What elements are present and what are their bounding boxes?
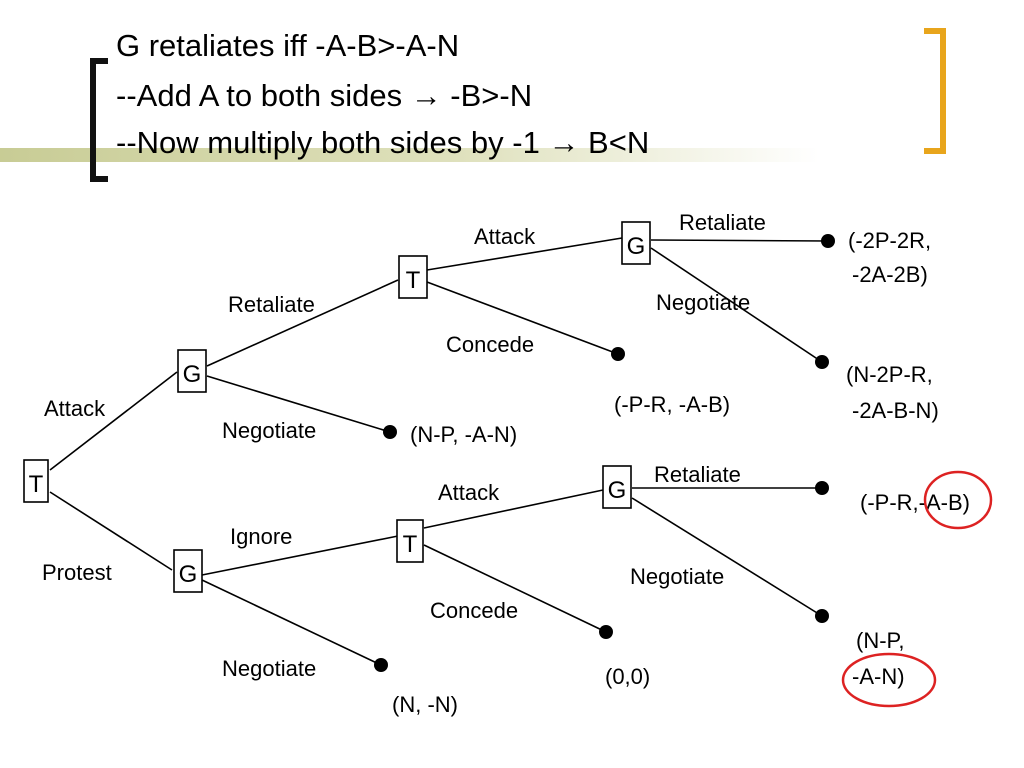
edge-root-protest [49, 491, 173, 571]
edge-g2-negotiate [201, 579, 382, 666]
edge-t2-attack [423, 489, 604, 529]
payoff-8: (N, -N) [392, 692, 458, 717]
svg-text:G: G [608, 477, 627, 504]
payoff-4: (N-P, -A-N) [410, 422, 517, 447]
payoff-2-line-1: (N-2P-R, [846, 362, 933, 387]
terminal-dots [374, 234, 835, 672]
payoff-6-line-1: (N-P, [856, 628, 905, 653]
terminal-dot-3 [611, 347, 625, 361]
highlight-ellipse-2 [841, 652, 937, 708]
edge-t1-concede [426, 281, 619, 355]
edge-label-g1-retaliate: Retaliate [228, 292, 315, 317]
node-g-attack3: G [602, 465, 632, 509]
terminal-dot-7 [599, 625, 613, 639]
node-t-retaliate: T [398, 255, 428, 299]
payoff-1-line-2: -2A-2B) [852, 262, 928, 287]
edge-label-g3-negotiate: Negotiate [656, 290, 750, 315]
svg-text:T: T [29, 471, 44, 498]
payoff-2-line-2: -2A-B-N) [852, 398, 939, 423]
terminal-dot-2 [815, 355, 829, 369]
edge-label-g2-negotiate: Negotiate [222, 656, 316, 681]
edge-t2-concede [423, 544, 607, 633]
title-line-3: --Now multiply both sides by -1 → B<N [116, 125, 650, 160]
edge-g1-retaliate [206, 279, 399, 367]
left-bracket [90, 58, 108, 182]
edge-g1-negotiate [206, 375, 391, 433]
terminal-dot-4 [383, 425, 397, 439]
terminal-dot-8 [374, 658, 388, 672]
payoff-7: (0,0) [605, 664, 650, 689]
edge-g2-ignore [201, 535, 399, 576]
edge-label-g4-negotiate: Negotiate [630, 564, 724, 589]
title-line-2: --Add A to both sides → -B>-N [116, 78, 533, 113]
right-bracket [924, 28, 946, 154]
node-root: T [23, 459, 49, 503]
node-t-ignore: T [396, 519, 424, 563]
node-g-attack: G [177, 349, 207, 393]
svg-text:T: T [403, 531, 418, 558]
svg-text:T: T [406, 267, 421, 294]
svg-text:G: G [183, 361, 202, 388]
terminal-dot-1 [821, 234, 835, 248]
node-g-protest: G [173, 549, 203, 593]
title-accent-bar [0, 148, 1024, 162]
edge-g4-negotiate [631, 497, 823, 617]
edge-g3-negotiate [650, 247, 823, 363]
edge-label-t1-attack: Attack [474, 224, 536, 249]
terminal-dot-5 [815, 481, 829, 495]
edge-label-root-attack: Attack [44, 396, 106, 421]
payoff-1-line-1: (-2P-2R, [848, 228, 931, 253]
terminal-dot-6 [815, 609, 829, 623]
title-line-1: G retaliates iff -A-B>-A-N [116, 28, 460, 63]
payoff-3: (-P-R, -A-B) [614, 392, 730, 417]
edge-label-g2-ignore: Ignore [230, 524, 292, 549]
edge-label-t2-concede: Concede [430, 598, 518, 623]
svg-text:G: G [179, 561, 198, 588]
svg-text:G: G [627, 233, 646, 260]
edge-g3-retaliate [650, 239, 829, 242]
edge-label-t2-attack: Attack [438, 480, 500, 505]
edge-label-g4-retaliate: Retaliate [654, 462, 741, 487]
payoff-6-line-2: -A-N) [852, 664, 905, 689]
tree-edges [49, 237, 829, 666]
highlight-ellipse-1 [923, 470, 993, 530]
edge-label-g1-negotiate: Negotiate [222, 418, 316, 443]
node-g-attack2: G [621, 221, 651, 265]
edge-t1-attack [426, 237, 623, 271]
edge-label-root-protest: Protest [42, 560, 112, 585]
edge-label-g3-retaliate: Retaliate [679, 210, 766, 235]
edge-root-attack [49, 371, 178, 471]
payoff-5: (-P-R,-A-B) [860, 490, 970, 515]
edge-label-t1-concede: Concede [446, 332, 534, 357]
